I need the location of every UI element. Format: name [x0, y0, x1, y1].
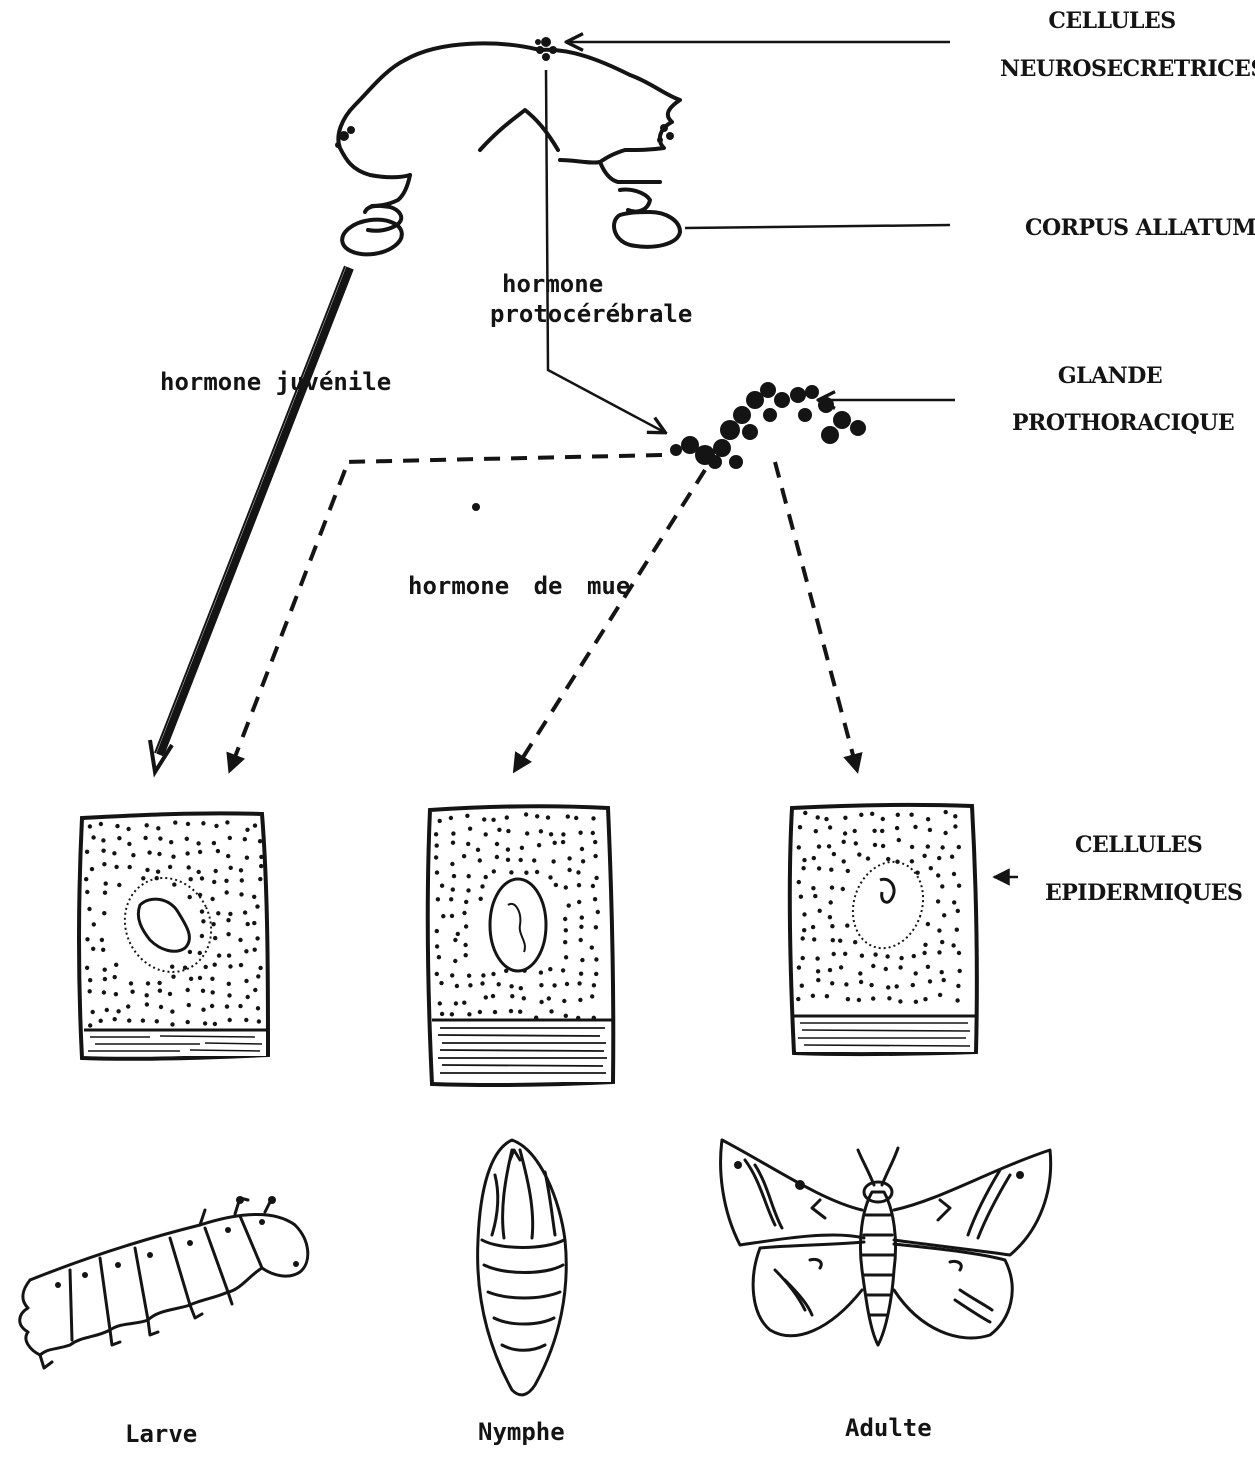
brain-drawing [338, 43, 680, 258]
label-corpus-allatum: CORPUS ALLATUM [1025, 217, 1255, 239]
label-glande-line1: GLANDE [1020, 365, 1200, 387]
dash-to-adult-cell [775, 462, 857, 770]
epidermal-cell-larva [79, 813, 268, 1058]
epidermal-cell-adult [790, 805, 977, 1054]
label-neuro-line2: NEUROSECRETRICES [1000, 58, 1250, 80]
dash-to-pupa-cell [515, 470, 705, 770]
epidermal-cell-pupa [428, 806, 613, 1085]
label-neuro-line1: CELLULES [1012, 10, 1212, 32]
prothoracic-gland-drawing [670, 382, 866, 469]
pupa-drawing [478, 1140, 567, 1395]
label-epid-line1: CELLULES [1075, 834, 1202, 856]
arrow-juvenile-hormone [150, 266, 350, 772]
moth-spots [734, 1161, 1024, 1190]
larva-spots [55, 1196, 299, 1288]
pointer-corpus-allatum [685, 225, 950, 228]
pointer-lines [568, 42, 1018, 877]
dash-horizontal [345, 455, 662, 462]
label-hormone-proto-line2: protocérébrale [490, 302, 692, 326]
label-stage-adulte: Adulte [845, 1416, 932, 1440]
label-stage-larve: Larve [125, 1422, 197, 1446]
neurosecretory-cell-clusters [335, 37, 674, 148]
label-epid-line2: EPIDERMIQUES [1045, 882, 1242, 904]
arrow-protocerebral-hormone [546, 70, 664, 432]
label-hormone-mue: hormone de mue [408, 574, 630, 598]
label-hormone-proto-line1: hormone [502, 272, 603, 296]
arrows-moulting-hormone [230, 455, 857, 770]
label-hormone-juvenile: hormone juvénile [160, 370, 391, 394]
adult-moth-drawing [721, 1140, 1051, 1345]
label-glande-line2: PROTHORACIQUE [1012, 412, 1234, 434]
label-stage-nymphe: Nymphe [478, 1420, 565, 1444]
